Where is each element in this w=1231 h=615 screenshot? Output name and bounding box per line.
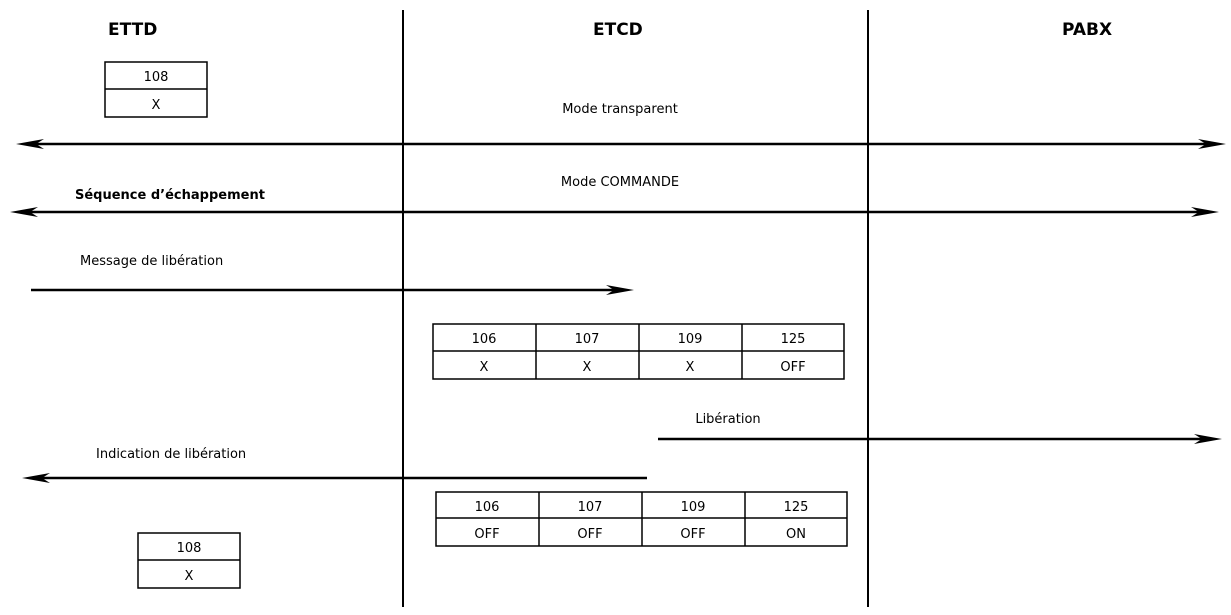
register-header: 106: [475, 500, 500, 515]
register-value: ON: [786, 527, 806, 542]
register-value: OFF: [680, 527, 705, 542]
register-value: OFF: [780, 360, 805, 375]
register-value: X: [152, 98, 161, 113]
label-indication-liberation: Indication de libération: [96, 447, 246, 462]
register-value: X: [480, 360, 489, 375]
arrow-mode-transparent: [16, 139, 1226, 149]
column-header-etcd: ETCD: [593, 20, 643, 40]
label-liberation: Libération: [695, 412, 760, 427]
column-header-pabx: PABX: [1062, 20, 1112, 40]
label-message-liberation: Message de libération: [80, 254, 223, 269]
register-header: 106: [472, 332, 497, 347]
register-value: OFF: [474, 527, 499, 542]
register-header: 125: [784, 500, 809, 515]
register-header: 107: [578, 500, 603, 515]
arrow-indication-liberation: [22, 473, 647, 483]
register-header: 109: [678, 332, 703, 347]
register-header: 108: [144, 70, 169, 85]
arrow-liberation: [658, 434, 1222, 444]
register-value: X: [686, 360, 695, 375]
arrow-message-liberation: [31, 285, 634, 295]
register-header: 109: [681, 500, 706, 515]
column-header-ettd: ETTD: [108, 20, 157, 40]
register-value: X: [583, 360, 592, 375]
register-value: OFF: [577, 527, 602, 542]
register-header: 125: [781, 332, 806, 347]
arrow-mode-commande: [10, 207, 1219, 217]
register-value: X: [185, 569, 194, 584]
label-sequence-echappement: Séquence d’échappement: [75, 188, 265, 203]
label-mode-transparent: Mode transparent: [562, 102, 678, 117]
etcd-register-table-1: 106 107 109 125 X X X OFF: [432, 323, 845, 380]
label-mode-commande: Mode COMMANDE: [561, 175, 679, 190]
register-header: 108: [177, 541, 202, 556]
register-header: 107: [575, 332, 600, 347]
ettd-bottom-register: 108 X: [137, 532, 241, 589]
etcd-register-table-2: 106 107 109 125 OFF OFF OFF ON: [435, 491, 848, 547]
ettd-top-register: 108 X: [104, 61, 208, 118]
